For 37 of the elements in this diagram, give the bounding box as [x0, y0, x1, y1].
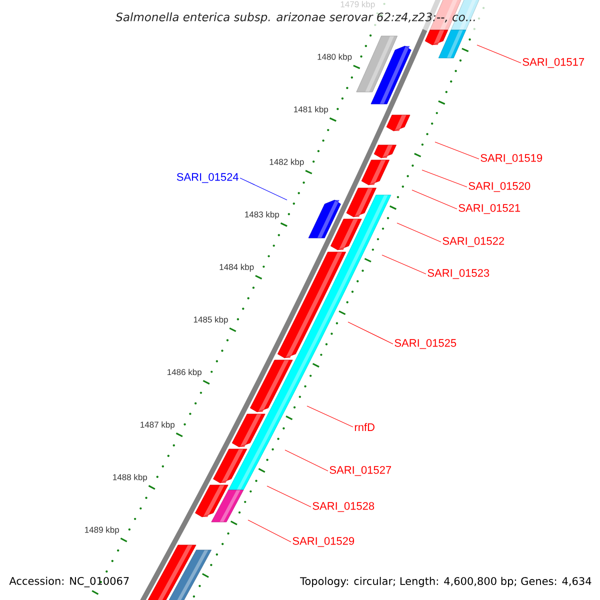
- leader-line: [382, 254, 426, 274]
- leader-line: [412, 190, 458, 210]
- tick-label: 1486 kbp: [168, 368, 202, 377]
- gene-label: SARI_01521: [458, 204, 520, 214]
- gene-label: SARI_01519: [480, 154, 542, 164]
- gene-label: SARI_01517: [522, 58, 584, 68]
- tick-label: 1488 kbp: [113, 474, 148, 482]
- tick-label: 1483 kbp: [245, 211, 280, 220]
- leader-line: [248, 520, 292, 542]
- tick-label: 1484 kbp: [220, 264, 254, 272]
- genome-info-text: Topology: circular; Length: 4,600,800 bp; Genes: 4,634: [300, 576, 592, 588]
- gene-label: SARI_01523: [428, 269, 490, 279]
- leader-line: [348, 322, 394, 344]
- leader-line: [266, 486, 312, 508]
- accession-text: Accession: NC_010067: [9, 576, 129, 588]
- leader-line: [240, 178, 288, 200]
- map-title: Salmonella enterica subsp. arizonae serovar 62:z4,z23:--, co...: [116, 12, 475, 24]
- gene-label: SARI_01527: [330, 466, 392, 476]
- leader-line: [476, 44, 522, 64]
- tick-label: 1485 kbp: [194, 316, 228, 324]
- tick-label: 1482 kbp: [270, 158, 304, 167]
- gene-label: SARI_01528: [312, 502, 374, 512]
- leader-line: [422, 170, 468, 188]
- leader-line: [434, 142, 480, 160]
- tick-label: 1487 kbp: [140, 421, 175, 430]
- gene-label: SARI_01525: [394, 339, 456, 349]
- gene-label: rnfD: [354, 423, 374, 431]
- gene-label: SARI_01524: [176, 173, 238, 183]
- tick-label: 1480 kbp: [318, 54, 352, 62]
- leader-line: [396, 222, 442, 242]
- gene-label: SARI_01520: [468, 182, 530, 192]
- gene-label: SARI_01522: [442, 237, 504, 247]
- tick-label: 1489 kbp: [85, 526, 119, 534]
- leader-line: [306, 406, 354, 428]
- tick-label: 1481 kbp: [294, 106, 328, 114]
- leader-line: [284, 450, 328, 472]
- gene-label: SARI_01529: [292, 537, 354, 547]
